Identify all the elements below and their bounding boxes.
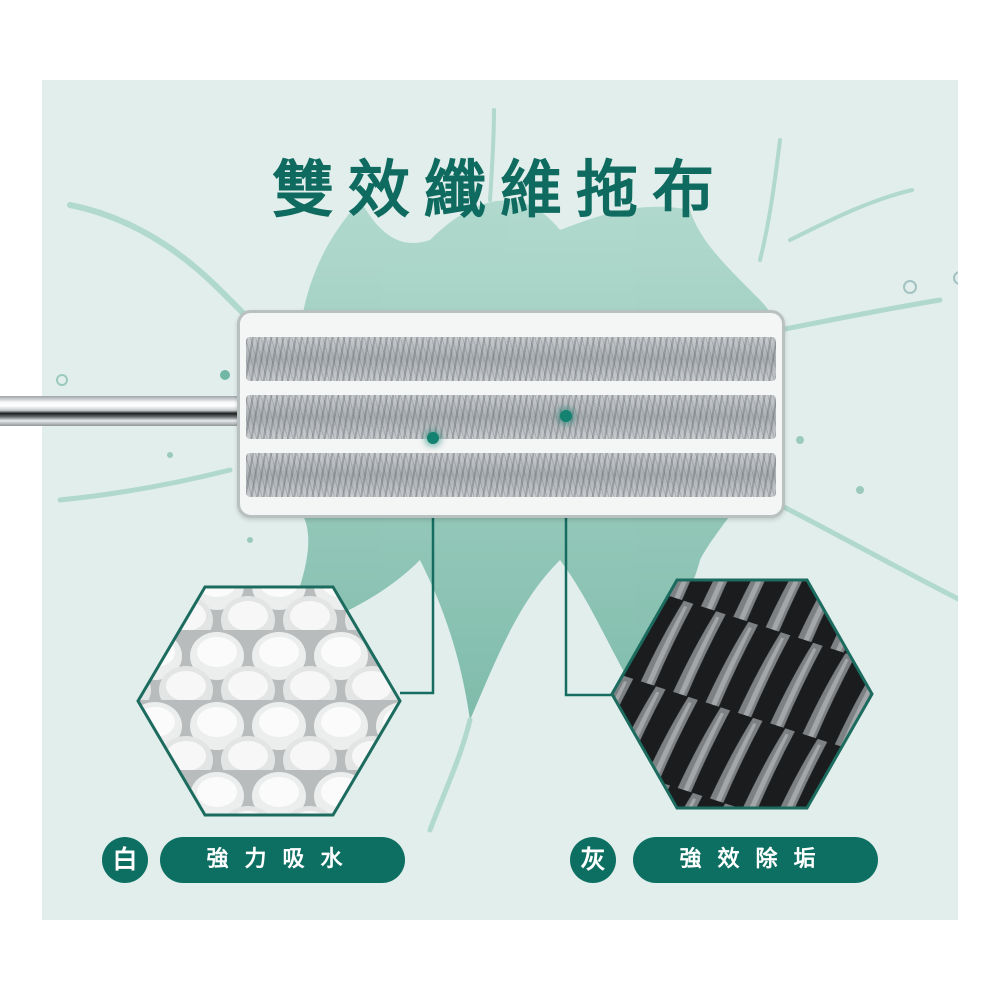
white-fiber-hexagon <box>136 585 402 817</box>
page-title: 雙效纖維拖布 <box>271 153 728 226</box>
gray-color-badge: 灰 <box>570 837 616 883</box>
white-fiber-marker-dot <box>427 432 439 444</box>
gray-fiber-stripe <box>246 453 776 497</box>
white-color-badge: 白 <box>102 837 148 883</box>
white-fiber-connector-line <box>400 438 435 695</box>
mop-handle <box>0 396 240 426</box>
scrubbing-feature-label: 強效除垢 <box>633 837 878 883</box>
gray-fiber-hexagon <box>610 578 874 810</box>
absorbent-feature-label: 強力吸水 <box>160 837 405 883</box>
mop-pad <box>237 310 785 518</box>
gray-fiber-stripe <box>246 337 776 381</box>
gray-fiber-stripe <box>246 395 776 439</box>
gray-fiber-marker-dot <box>560 410 572 422</box>
